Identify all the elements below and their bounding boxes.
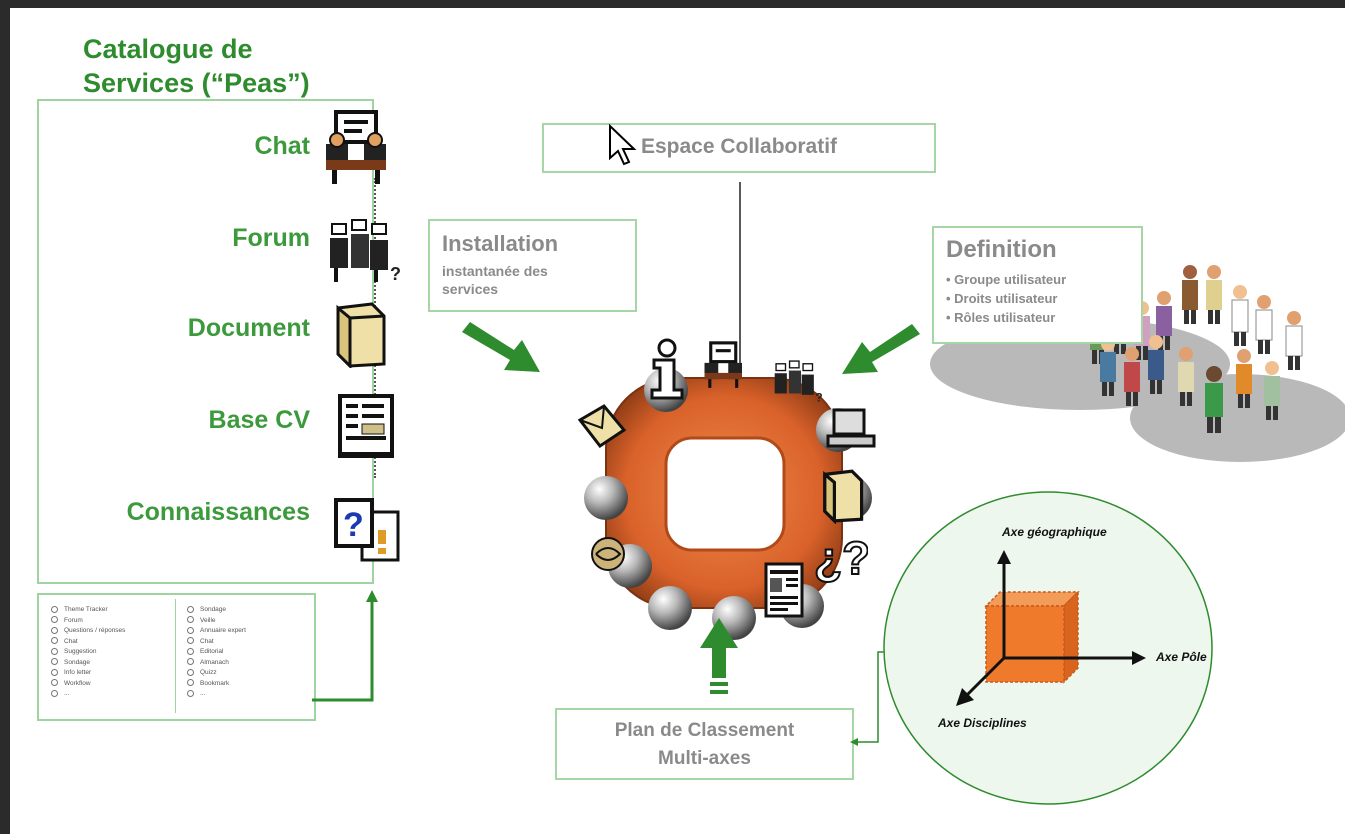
definition-arrow: [842, 324, 920, 374]
service-labels: Chat Forum Document Base CV Connaissance…: [90, 8, 310, 608]
list-item-label: ...: [200, 690, 206, 697]
axis-disciplines-label: Axe Disciplines: [938, 716, 1027, 730]
plan-arrow: [700, 618, 738, 694]
service-forum-label: Forum: [232, 224, 310, 252]
list-item: Sondage: [187, 605, 246, 616]
connaissances-icon: ?: [334, 498, 400, 562]
installation-box: Installation instantanée des services: [428, 219, 637, 312]
circle-to-plan-connector: [850, 651, 888, 746]
list-item-label: Editorial: [200, 648, 224, 655]
service-connaissances-label: Connaissances: [126, 498, 310, 526]
list-item: Questions / réponses: [51, 626, 125, 637]
computer-icon: [826, 408, 876, 448]
list-item: Quizz: [187, 668, 246, 679]
service-list-right: Sondage Veille Annuaire expert Chat Edit…: [187, 605, 246, 700]
list-item: Sondage: [51, 658, 125, 669]
diagram-canvas: Catalogue de Services (“Peas”) Chat Foru…: [10, 8, 1345, 834]
document-icon: [336, 302, 386, 368]
base-cv-icon: [338, 394, 394, 458]
list-item: Bookmark: [187, 679, 246, 690]
installation-title: Installation: [442, 231, 559, 256]
installation-subtitle-line2: services: [442, 281, 499, 297]
definition-title: Definition: [946, 236, 1057, 263]
list-item-label: Info letter: [64, 669, 92, 676]
list-item: Theme Tracker: [51, 605, 125, 616]
service-document-label: Document: [187, 314, 310, 342]
list-item-label: Forum: [64, 616, 83, 624]
installation-arrow: [462, 322, 540, 372]
mail-icon: [577, 404, 627, 449]
forum-icon: ?: [330, 219, 401, 284]
list-item: ...: [187, 689, 246, 700]
list-item: Forum: [51, 616, 125, 627]
list-item: Almanach: [187, 658, 246, 669]
list-item-label: Questions / réponses: [64, 627, 126, 634]
service-list-divider: [175, 599, 176, 713]
definition-item-1: • Groupe utilisateur: [946, 272, 1067, 287]
ring-forum-icon: ?: [774, 360, 823, 405]
definition-item-3: • Rôles utilisateur: [946, 310, 1056, 325]
chat-icon: [326, 110, 386, 184]
catalogue-title: Catalogue de Services (“Peas”): [83, 32, 310, 100]
mouse-cursor-icon: [609, 124, 637, 166]
ring-document-icon: [823, 469, 864, 524]
list-item-label: Bookmark: [200, 679, 230, 687]
espace-box: Espace Collaboratif: [542, 123, 936, 173]
definition-item-2: • Droits utilisateur: [946, 291, 1058, 306]
espace-title: Espace Collaboratif: [640, 135, 838, 158]
list-item: Workflow: [51, 679, 125, 690]
list-item-label: Theme Tracker: [64, 606, 108, 613]
newspaper-icon: [764, 562, 804, 618]
axis-pole-label: Axe Pôle: [1156, 650, 1207, 664]
catalogue-title-line1: Catalogue de: [83, 34, 253, 64]
list-item: Suggestion: [51, 647, 125, 658]
list-item-label: Almanach: [200, 658, 229, 666]
list-item-label: Chat: [200, 637, 214, 645]
users-group-icon: [1090, 265, 1303, 433]
globe-icon: [591, 537, 625, 571]
list-item-label: Suggestion: [64, 648, 97, 655]
list-item: ...: [51, 689, 125, 700]
plan-line1: Plan de Classement: [614, 720, 795, 741]
list-item: Chat: [187, 637, 246, 648]
list-item-label: Sondage: [64, 658, 91, 666]
list-item-label: Chat: [64, 637, 78, 645]
list-item-label: Workflow: [64, 679, 91, 687]
info-icon: [650, 338, 684, 400]
list-item: Veille: [187, 616, 246, 627]
list-item-label: Veille: [200, 616, 216, 624]
installation-subtitle-line1: instantanée des: [442, 263, 548, 279]
list-item: Info letter: [51, 668, 125, 679]
svg-text:?: ?: [343, 506, 364, 544]
svg-text:?: ?: [390, 264, 401, 284]
service-chat-label: Chat: [254, 132, 310, 160]
list-item: Editorial: [187, 647, 246, 658]
plan-box: Plan de Classement Multi-axes: [555, 708, 854, 780]
svg-text:¿?: ¿?: [814, 532, 868, 584]
axis-geographique-label: Axe géographique: [1002, 525, 1107, 539]
service-basecv-label: Base CV: [208, 406, 310, 434]
list-item-label: ...: [64, 690, 70, 697]
list-item-label: Annuaire expert: [200, 627, 246, 634]
list-item-label: Quizz: [200, 669, 217, 676]
ring-chat-icon: [704, 341, 742, 388]
svg-text:?: ?: [815, 391, 822, 405]
list-to-catalogue-arrow: [312, 590, 378, 702]
service-list-panel: Theme Tracker Forum Questions / réponses…: [37, 593, 316, 721]
list-item: Annuaire expert: [187, 626, 246, 637]
plan-line2: Multi-axes: [658, 748, 751, 769]
help-icon: ¿?: [813, 531, 868, 584]
catalogue-panel: [37, 99, 374, 584]
service-list-left: Theme Tracker Forum Questions / réponses…: [51, 605, 125, 700]
list-item-label: Sondage: [200, 606, 227, 613]
definition-box: Definition • Groupe utilisateur • Droits…: [932, 226, 1143, 344]
list-item: Chat: [51, 637, 125, 648]
axes-circle-diagram: [883, 491, 1213, 805]
catalogue-title-line2: Services (“Peas”): [83, 68, 310, 98]
